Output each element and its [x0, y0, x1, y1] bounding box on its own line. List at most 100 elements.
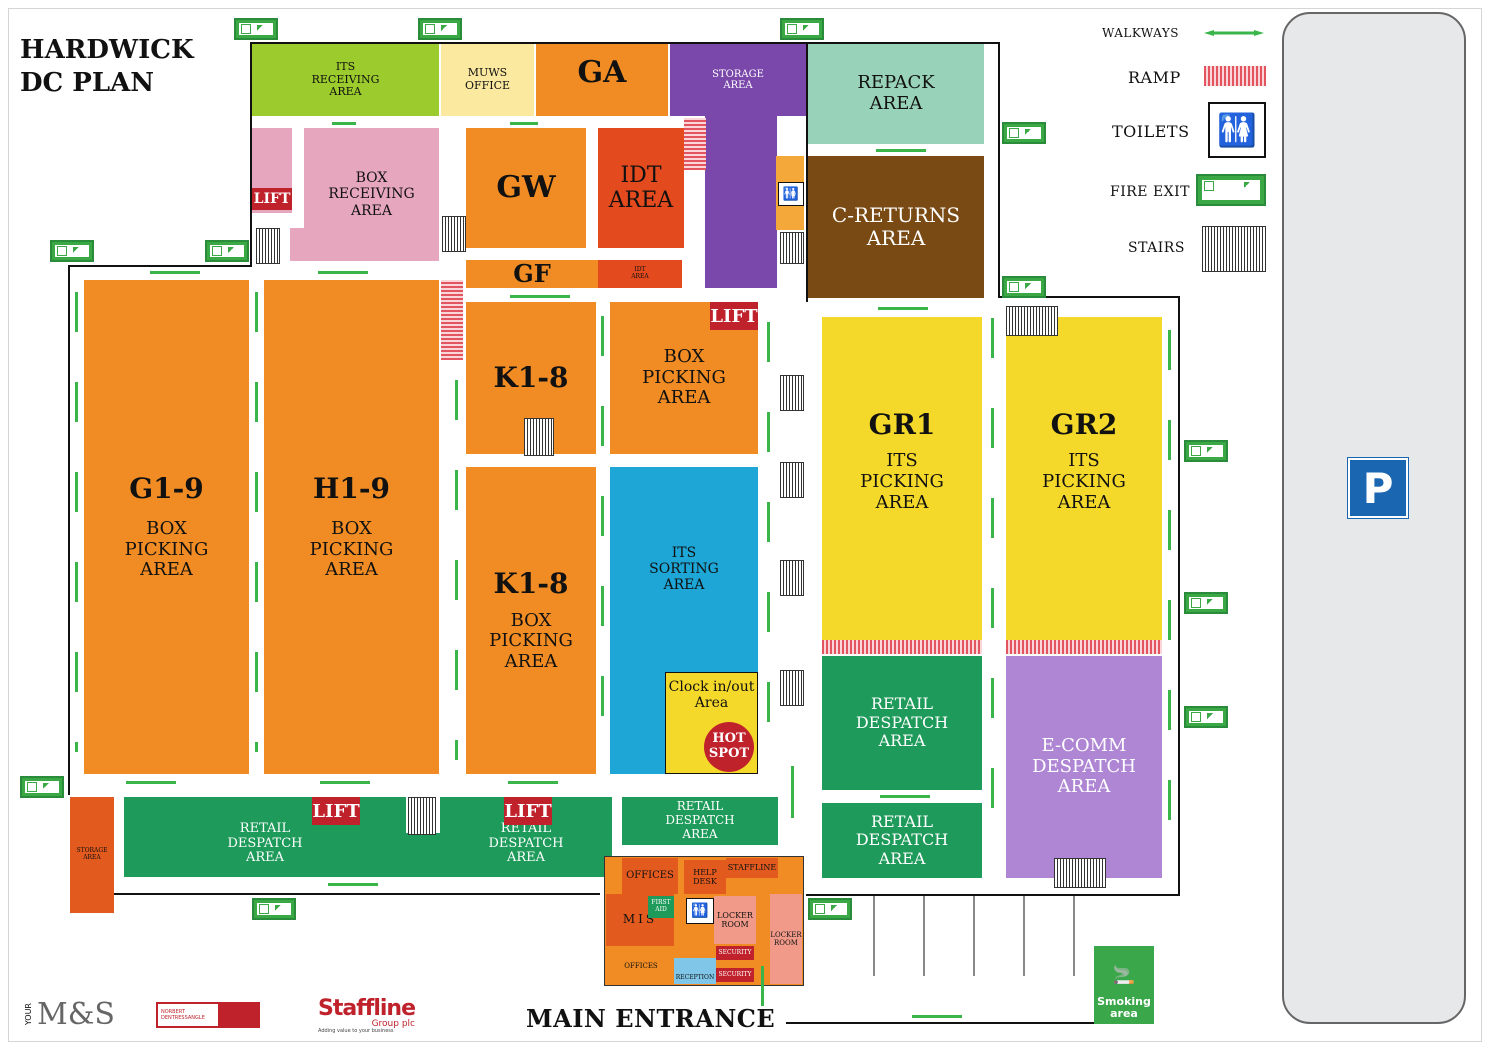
dock-line-1 — [873, 896, 875, 976]
fire-exit-sign-4 — [1002, 122, 1046, 144]
k1-8-bottom-code: K1-8 — [493, 567, 569, 601]
its-receiving-line3: AREA — [329, 85, 362, 99]
locker-room-1: LOCKER ROOM — [714, 896, 756, 944]
k1-8-top-label: K1-8 — [493, 360, 569, 394]
ms-logo-your: YOUR — [24, 1002, 33, 1026]
walkway-ga — [510, 122, 538, 125]
offices-text: OFFICES — [626, 870, 674, 882]
first-aid: FIRST AID — [648, 896, 674, 918]
main-entrance-label: MAIN ENTRANCE — [526, 1004, 776, 1033]
mis-text: MIS — [622, 912, 658, 927]
fire-exit-sign-6 — [205, 240, 249, 262]
fire-exit-sign-2 — [418, 18, 462, 40]
wall-top-mid-left — [68, 265, 252, 267]
smoking-line1: Smoking — [1097, 994, 1151, 1008]
rdl-line3: AREA — [245, 850, 285, 866]
reception-text: RECEPTION — [675, 974, 715, 982]
hot-spot-line2: SPOT — [708, 746, 750, 761]
walkway-gr-bottom — [880, 795, 930, 798]
gr1-code: GR1 — [868, 408, 936, 441]
box-receiving-area: BOX RECEIVING AREA — [304, 128, 439, 261]
g1-9-line1: BOX — [146, 518, 187, 540]
retail-despatch-right2: RETAIL DESPATCH AREA — [822, 803, 982, 878]
wall-bottom-entrance — [786, 1022, 1096, 1024]
dock-line-3 — [973, 896, 975, 976]
g1-9-line3: AREA — [140, 559, 193, 581]
lift-mid: LIFT — [710, 302, 758, 330]
wall-bottom-left — [100, 893, 600, 895]
wall-right-upper — [998, 42, 1000, 298]
repack-line2: AREA — [869, 93, 923, 114]
rdc-line2: DESPATCH — [488, 835, 564, 851]
rdr2-line3: AREA — [878, 848, 926, 868]
k1-8-bottom-line2: PICKING — [489, 630, 573, 652]
k1-8-bottom-area: K1-8 BOX PICKING AREA — [466, 467, 596, 774]
box-receiving-area-ext — [290, 228, 310, 261]
storage-area-top: STORAGE AREA — [670, 44, 806, 116]
staffline-office-text: STAFFLINE — [727, 863, 777, 873]
rdl-line2: DESPATCH — [227, 835, 303, 851]
walkway-center-bottom — [508, 781, 558, 784]
stairs-k1-8 — [524, 418, 554, 456]
norbert-top: NORBERT — [161, 1009, 185, 1015]
storage-area-left: STORAGE AREA — [70, 797, 114, 913]
walkway-vertical-left — [75, 292, 78, 752]
fire-exit-sign-10 — [1184, 706, 1228, 728]
walkway-mid-bottom — [320, 781, 370, 784]
locker1-line1: LOCKER — [717, 910, 753, 920]
legend-fire-exit-icon — [1196, 174, 1266, 206]
gr2-line1: ITS — [1068, 450, 1100, 472]
legend-stairs-icon — [1202, 226, 1266, 272]
its-receiving-line1: ITS — [335, 60, 356, 74]
fire-exit-sign-5 — [50, 240, 94, 262]
stairs-gr2 — [1006, 306, 1058, 336]
stairs-upper-mid — [442, 216, 466, 252]
legend-stairs-label: STAIRS — [1128, 240, 1185, 256]
locker2-line1: LOCKER — [770, 930, 802, 939]
repack-line1: REPACK — [857, 72, 935, 94]
k1-8-bottom-line3: AREA — [504, 650, 558, 672]
smoking-area: 🚬 Smoking area — [1094, 946, 1154, 1024]
legend-ramp-label: RAMP — [1128, 68, 1181, 87]
wall-right — [1178, 296, 1180, 896]
box-receiving-line3: AREA — [351, 202, 392, 219]
staffline-logo-tag: Adding value to your business — [318, 1028, 394, 1034]
gf-label: GF — [513, 259, 551, 289]
retail-despatch-right1: RETAIL DESPATCH AREA — [822, 656, 982, 790]
wall-divider — [806, 42, 808, 302]
walkway-vertical-right2 — [1168, 330, 1171, 850]
gr2-line2: PICKING — [1042, 470, 1126, 492]
ramp-mid-left — [441, 280, 463, 360]
ms-logo-text: M&S — [37, 996, 115, 1032]
gw-label: GW — [496, 169, 556, 205]
its-sorting-line3: AREA — [663, 577, 705, 594]
stairs-mid-3 — [780, 560, 804, 596]
ga-label: GA — [577, 55, 627, 90]
walkway-vertical-mid1 — [255, 292, 258, 752]
idt-line1: IDT — [620, 162, 662, 188]
first-aid-line2: AID — [655, 906, 667, 913]
retail-despatch-small: RETAIL DESPATCH AREA — [622, 797, 778, 845]
fire-exit-sign-3 — [780, 18, 824, 40]
security1-text: SECURITY — [718, 948, 752, 956]
walkway-its-receiving — [332, 122, 356, 125]
gr1-line2: PICKING — [860, 470, 944, 492]
norbert-bottom: DENTRESSANGLE — [161, 1015, 205, 1021]
walkway-vertical-right3 — [791, 766, 794, 818]
walkway-despatch-bottom — [328, 883, 378, 886]
legend-toilets-label: TOILETS — [1112, 122, 1190, 141]
legend-walkways-label: WALKWAYS — [1102, 26, 1179, 40]
gr1-line3: AREA — [875, 491, 929, 513]
hot-spot-line1: HOT — [712, 731, 746, 747]
stairs-ecomm — [1054, 858, 1106, 888]
ecomm-line2: DESPATCH — [1032, 755, 1136, 777]
storage-left-line1: STORAGE — [76, 847, 108, 855]
smoking-icon: 🚬 — [1112, 965, 1136, 987]
walkway-mid-top — [318, 271, 368, 274]
gf-area: GF — [466, 260, 598, 288]
fire-exit-sign-9 — [1184, 592, 1228, 614]
hot-spot-badge: HOT SPOT — [704, 722, 754, 772]
retail-despatch-left-ext — [406, 833, 440, 877]
gr2-code: GR2 — [1050, 408, 1118, 441]
rdr1-line2: DESPATCH — [855, 712, 949, 732]
